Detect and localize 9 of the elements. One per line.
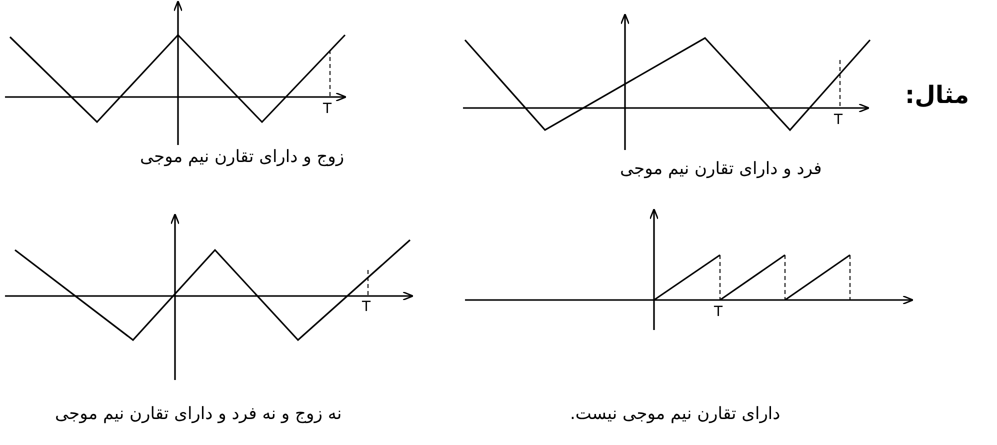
period-label: T <box>714 305 723 320</box>
period-label: T <box>362 300 371 316</box>
plot-caption: زوج و دارای تقارن نیم موجی <box>140 148 344 167</box>
period-label: T <box>834 113 843 128</box>
heading: مثال: <box>905 82 970 108</box>
plot-caption: دارای تقارن نیم موجی نیست. <box>570 405 780 424</box>
plot-caption: نه زوج و نه فرد و دارای تقارن نیم موجی <box>55 405 342 424</box>
plot-caption: فرد و دارای تقارن نیم موجی <box>620 160 822 179</box>
period-label: T <box>323 102 332 118</box>
